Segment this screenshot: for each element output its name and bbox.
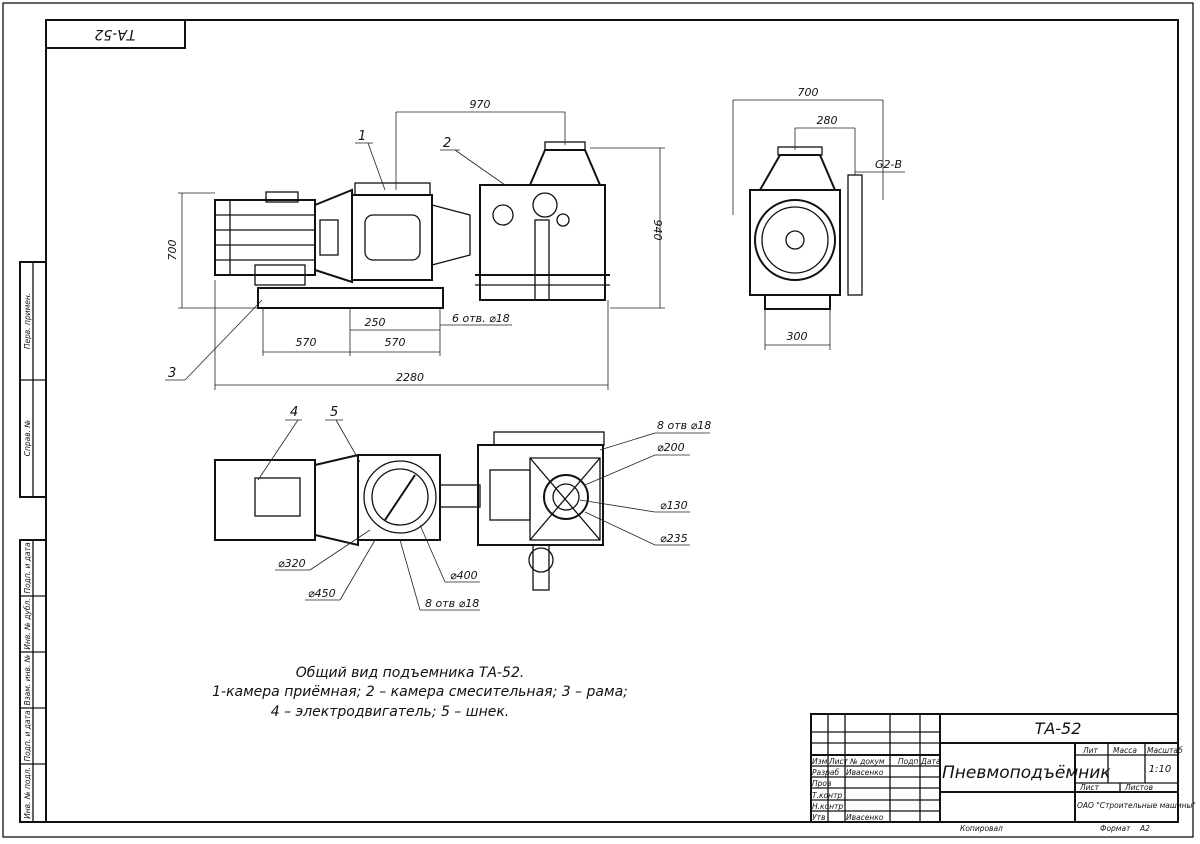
caption: Общий вид подъемника ТА-52. 1-камера при…	[212, 665, 628, 720]
dim-label: 250	[365, 316, 386, 329]
tb-header: Лист	[828, 757, 849, 766]
end-view: 700 280 G2-B 300	[732, 86, 905, 350]
stamp-label: Взам. инв. №	[23, 654, 32, 705]
tb-sheet: Лист	[1079, 783, 1100, 792]
dim-label: 280	[817, 114, 838, 127]
stamp-label: Справ. №	[23, 420, 32, 457]
drawing-title: Пневмоподъёмник	[942, 763, 1111, 783]
tb-header: № докум	[849, 757, 885, 766]
tb-header: Подп	[898, 757, 918, 766]
dim-label: ⌀235	[660, 532, 688, 545]
stamp-label: Подп. и дата	[23, 542, 32, 593]
dim-label: 570	[385, 336, 406, 349]
callout-3: 3	[168, 366, 176, 381]
dim-label: G2-B	[875, 158, 902, 171]
tb-mass: Масса	[1113, 746, 1137, 755]
tb-scale: 1:10	[1149, 764, 1171, 775]
dim-label: 300	[787, 330, 808, 343]
dim-label: 940	[651, 220, 664, 241]
stamp-label: Инв. № подл.	[23, 767, 32, 819]
drawing-code: ТА-52	[1035, 719, 1082, 738]
tb-header: Дата	[920, 757, 941, 766]
dim-label: ⌀130	[660, 499, 688, 512]
tb-role: Т.контр	[812, 791, 842, 800]
callout-4: 4	[290, 405, 298, 420]
stamp-label: Подп. и дата	[23, 710, 32, 761]
dim-label: 6 отв. ⌀18	[452, 312, 510, 325]
tb-format: A2	[1139, 824, 1150, 833]
dim-label: ⌀320	[278, 557, 306, 570]
dim-label: 8 отв ⌀18	[425, 597, 479, 610]
tb-organization: ОАО "Строительные машины"	[1077, 801, 1196, 810]
callout-5: 5	[330, 405, 338, 420]
tb-header: Изм	[812, 757, 828, 766]
dim-label: 970	[470, 98, 491, 111]
dim-label: ⌀450	[308, 587, 336, 600]
dim-label: 8 отв ⌀18	[657, 419, 711, 432]
callout-1: 1	[358, 129, 366, 144]
side-view: 970 700 940 250 570 570 6 отв. ⌀18 2280 …	[165, 98, 665, 390]
tb-format-label: Формат	[1100, 824, 1131, 833]
tb-sheets: Листов	[1124, 783, 1153, 792]
tb-scale-label: Масштаб	[1147, 746, 1183, 755]
plan-view: 8 отв ⌀18 ⌀200 ⌀130 ⌀235 ⌀320 ⌀450 ⌀400 …	[214, 405, 711, 611]
dim-label: ⌀400	[450, 569, 478, 582]
left-stamp-column: Перв. примен. Справ. № Подп. и дата Инв.…	[19, 261, 47, 823]
dim-label: 700	[166, 240, 179, 261]
tb-role: Разраб	[812, 768, 839, 777]
tb-role: Утв	[812, 813, 825, 822]
caption-line: 1-камера приёмная; 2 – камера смесительн…	[212, 684, 628, 700]
corner-stamp-text: ТА-52	[94, 26, 135, 42]
caption-line: 4 – электродвигатель; 5 – шнек.	[271, 704, 510, 720]
tb-role: Пров	[812, 779, 831, 788]
tb-role: Н.контр	[812, 802, 843, 811]
dim-label: ⌀200	[657, 441, 685, 454]
dim-label: 2280	[396, 371, 424, 384]
dim-label: 700	[798, 86, 819, 99]
stamp-label: Перв. примен.	[23, 293, 32, 349]
callout-2: 2	[443, 136, 451, 151]
corner-stamp-box	[45, 19, 186, 49]
stamp-label: Инв. № дубл.	[23, 598, 32, 649]
tb-copied: Копировал	[960, 824, 1003, 833]
title-block: ТА-52 Пневмоподъёмник Изм Лист № докум П…	[810, 713, 1196, 833]
tb-approver: Ивасенко	[846, 813, 884, 822]
caption-line: Общий вид подъемника ТА-52.	[296, 665, 525, 681]
drawing-frame	[45, 19, 1179, 823]
dim-label: 570	[296, 336, 317, 349]
tb-lit: Лит	[1082, 746, 1099, 755]
tb-developer: Ивасенко	[846, 768, 884, 777]
